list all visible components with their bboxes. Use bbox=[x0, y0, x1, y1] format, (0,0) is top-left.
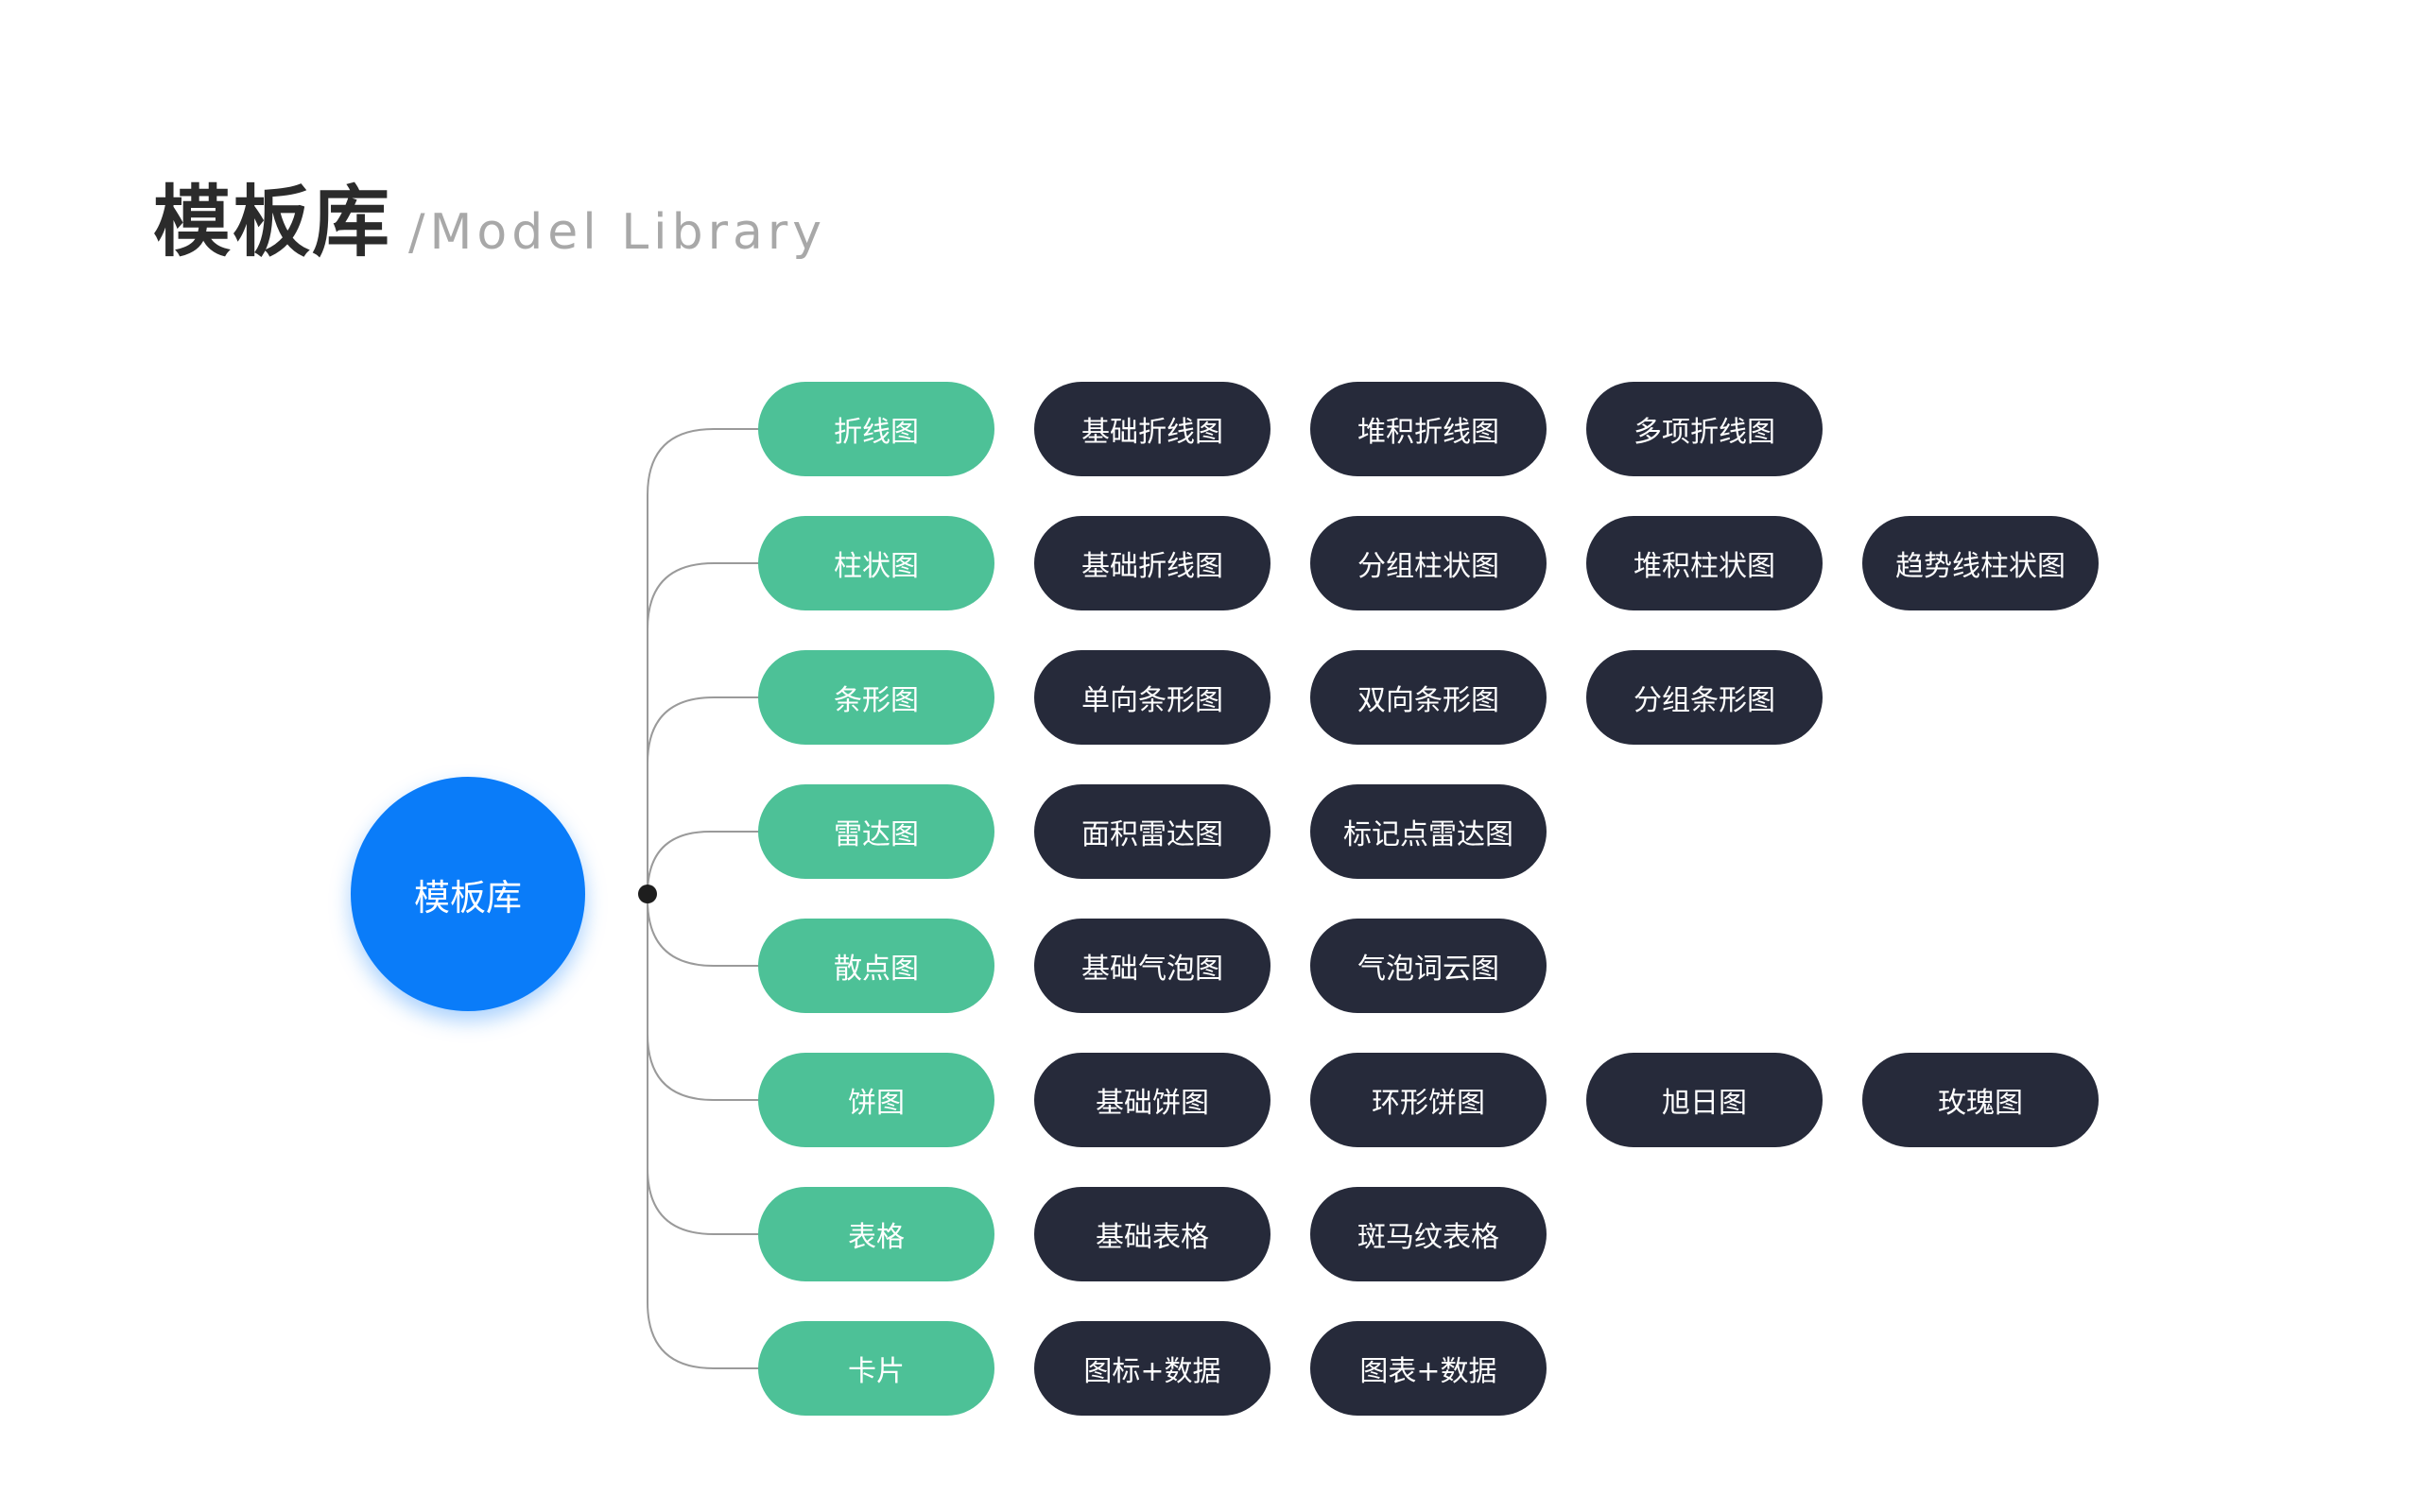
template-item-pill[interactable]: 基础气泡图 bbox=[1034, 919, 1270, 1013]
connector-line bbox=[647, 894, 762, 1369]
template-item-pill[interactable]: 基础表格 bbox=[1034, 1187, 1270, 1281]
connector-line bbox=[647, 894, 762, 1235]
title-main: 模板库 bbox=[153, 178, 392, 267]
template-item-pill[interactable]: 图标+数据 bbox=[1034, 1321, 1270, 1416]
template-item-pill[interactable]: 堆积折线图 bbox=[1310, 382, 1547, 476]
category-pill[interactable]: 卡片 bbox=[758, 1321, 994, 1416]
category-pill[interactable]: 折线图 bbox=[758, 382, 994, 476]
connector-line bbox=[647, 428, 762, 894]
template-item-pill[interactable]: 多项折线图 bbox=[1586, 382, 1823, 476]
category-pill[interactable]: 雷达图 bbox=[758, 784, 994, 879]
connector-line bbox=[647, 894, 762, 1101]
template-item-pill[interactable]: 基础折线图 bbox=[1034, 516, 1270, 610]
connector-line bbox=[647, 894, 762, 967]
template-item-pill[interactable]: 标记点雷达图 bbox=[1310, 784, 1547, 879]
category-pill[interactable]: 散点图 bbox=[758, 919, 994, 1013]
template-item-pill[interactable]: 基础折线图 bbox=[1034, 382, 1270, 476]
connector-line bbox=[647, 696, 762, 894]
template-item-pill[interactable]: 双向条形图 bbox=[1310, 650, 1547, 745]
category-pill[interactable]: 饼图 bbox=[758, 1053, 994, 1147]
template-item-pill[interactable]: 玫瑰图 bbox=[1862, 1053, 2099, 1147]
template-item-pill[interactable]: 趋势线柱状图 bbox=[1862, 516, 2099, 610]
template-item-pill[interactable]: 旭日图 bbox=[1586, 1053, 1823, 1147]
page-title: 模板库/Model Library bbox=[153, 159, 826, 271]
template-item-pill[interactable]: 面积雷达图 bbox=[1034, 784, 1270, 879]
template-item-pill[interactable]: 基础饼图 bbox=[1034, 1053, 1270, 1147]
template-item-pill[interactable]: 分组条形图 bbox=[1586, 650, 1823, 745]
title-subtitle: /Model Library bbox=[408, 204, 827, 261]
template-item-pill[interactable]: 堆积柱状图 bbox=[1586, 516, 1823, 610]
category-pill[interactable]: 条形图 bbox=[758, 650, 994, 745]
category-pill[interactable]: 表格 bbox=[758, 1187, 994, 1281]
root-node[interactable]: 模板库 bbox=[351, 777, 585, 1011]
template-item-pill[interactable]: 单向条形图 bbox=[1034, 650, 1270, 745]
template-item-pill[interactable]: 斑马纹表格 bbox=[1310, 1187, 1547, 1281]
connector-line bbox=[647, 562, 762, 894]
junction-dot bbox=[638, 885, 657, 903]
template-item-pill[interactable]: 分组柱状图 bbox=[1310, 516, 1547, 610]
template-item-pill[interactable]: 图表+数据 bbox=[1310, 1321, 1547, 1416]
connector-line bbox=[647, 831, 762, 895]
template-item-pill[interactable]: 环形饼图 bbox=[1310, 1053, 1547, 1147]
template-item-pill[interactable]: 气泡词云图 bbox=[1310, 919, 1547, 1013]
category-pill[interactable]: 柱状图 bbox=[758, 516, 994, 610]
